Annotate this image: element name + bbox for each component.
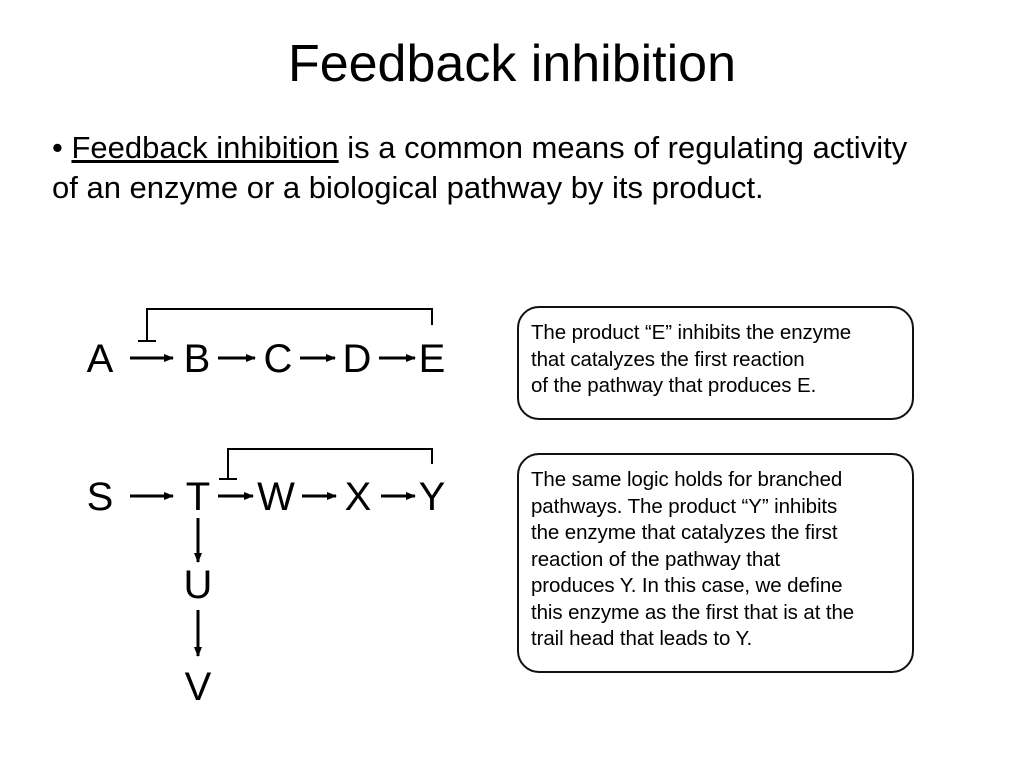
bullet-point: • Feedback inhibition is a common means … [52,128,932,208]
pathway-1-node-b: B [184,337,211,381]
pathway-1-node-a: A [87,337,114,381]
callout-pathway-1: The product “E” inhibits the enzyme that… [517,306,914,420]
pathway-1-node-e: E [419,337,446,381]
pathway-2-node-v: V [185,665,212,709]
pathway-2-node-w: W [257,475,295,519]
pathway-1-node-d: D [343,337,372,381]
pathway-2-node-y: Y [419,475,446,519]
bullet-text: is a common means of regulating activity… [52,130,908,205]
pathway-1-node-c: C [264,337,293,381]
bullet-term: Feedback inhibition [71,130,339,165]
pathway-2-node-t: T [186,475,210,519]
pathway-2-node-u: U [184,563,213,607]
callout-pathway-2: The same logic holds for branched pathwa… [517,453,914,673]
bullet-marker: • [52,130,63,165]
feedback-line-e [146,308,433,341]
pathway-2-node-x: X [345,475,372,519]
pathway-2-node-s: S [87,475,114,519]
slide-title: Feedback inhibition [287,35,737,93]
feedback-line-y [227,448,433,479]
